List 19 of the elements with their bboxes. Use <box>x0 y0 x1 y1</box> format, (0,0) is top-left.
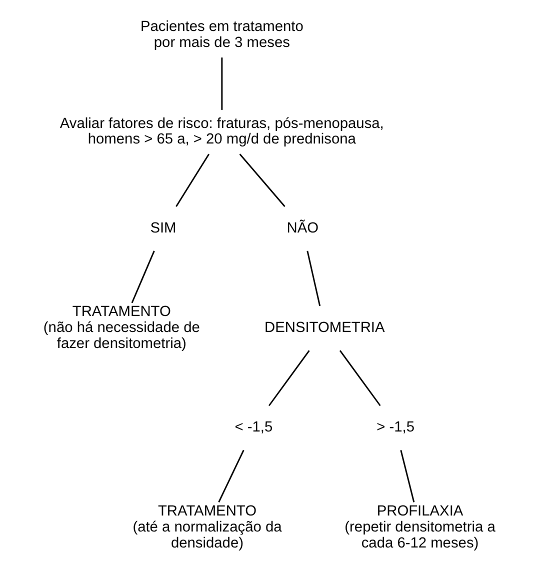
node-text: PROFILAXIA (repetir densitometria a cada 6-12 meses) <box>344 503 495 552</box>
node-text: Pacientes em tratamento por mais de 3 meses <box>140 19 303 52</box>
node-text: TRATAMENTO (não há necessidade de fazer densitometria) <box>42 304 200 352</box>
connector <box>130 250 154 304</box>
connector <box>338 350 380 406</box>
node-text: < -1,5 <box>234 420 272 436</box>
node-text: TRATAMENTO (até a normalização da densidade) <box>132 503 282 552</box>
connector <box>175 154 210 207</box>
node-text: DENSITOMETRIA <box>264 320 384 336</box>
connector <box>306 250 320 306</box>
node-text: Avaliar fatores de risco: fraturas, pós-menopausa, homens > 65 a, > 20 mg/d de prednisona <box>59 116 384 148</box>
node-text: > -1,5 <box>376 420 414 436</box>
connector <box>238 154 285 207</box>
node-text: SIM <box>150 220 176 236</box>
node-text: NÃO <box>286 220 318 236</box>
connector <box>220 58 222 110</box>
connector <box>268 350 310 406</box>
connector <box>218 450 244 503</box>
connector <box>400 450 414 502</box>
